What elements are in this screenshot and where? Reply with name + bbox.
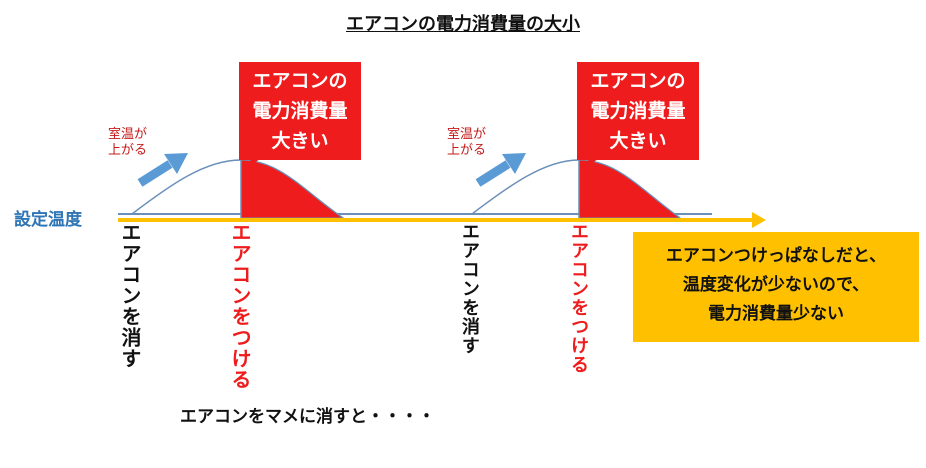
power-callout-1: エアコンの 電力消費量 大きい xyxy=(239,62,361,160)
setpoint-label: 設定温度 xyxy=(14,210,82,230)
rise-arrow-icon-2 xyxy=(475,153,526,187)
ac-on-label-2: エアコンをつける xyxy=(568,222,589,374)
power-callout-2: エアコンの 電力消費量 大きい xyxy=(577,62,699,160)
diagram-title: エアコンの電力消費量の大小 xyxy=(346,14,580,35)
power-area-2 xyxy=(578,159,682,219)
power-area-1 xyxy=(240,159,345,219)
footer-caption: エアコンをマメに消すと・・・・ xyxy=(180,407,435,427)
rise-arrow-icon-1 xyxy=(137,153,188,187)
ac-on-label-1: エアコンをつける xyxy=(228,222,252,390)
continuous-operation-note: エアコンつけっぱなしだと、 温度変化が少ないので、 電力消費量少ない xyxy=(633,232,919,342)
ac-off-label-2: エアコンを消す xyxy=(459,222,480,355)
room-temp-rise-label-2: 室温が 上がる xyxy=(447,127,487,158)
timeline-arrow-head xyxy=(752,212,766,228)
room-temp-rise-label-1: 室温が 上がる xyxy=(108,127,148,158)
ac-off-label-1: エアコンを消す xyxy=(118,222,142,369)
